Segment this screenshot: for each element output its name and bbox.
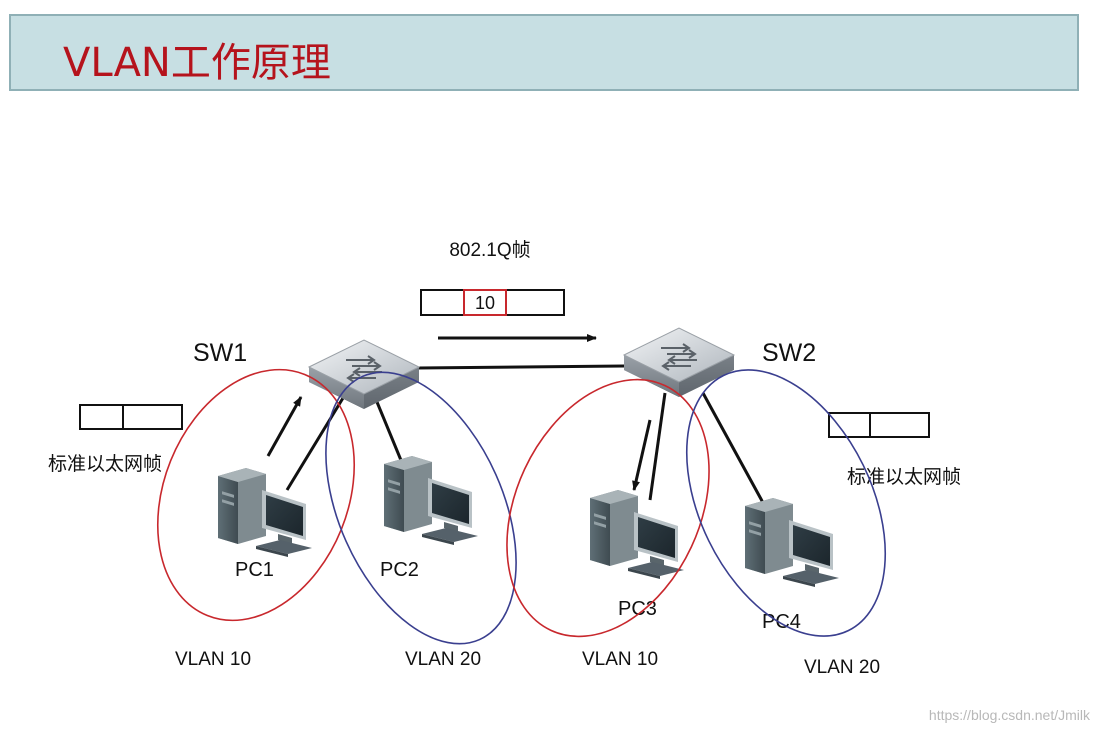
pc-pc1: PC1 bbox=[218, 468, 312, 581]
switch-sw1: SW1 bbox=[193, 339, 420, 410]
frame-box bbox=[79, 404, 183, 430]
pc-label: PC2 bbox=[380, 559, 419, 581]
links bbox=[285, 364, 769, 511]
vlan-ellipse bbox=[506, 378, 710, 638]
vlan-label: VLAN 10 bbox=[175, 649, 251, 670]
pc-label: PC3 bbox=[618, 598, 657, 620]
standard-frame-caption: 标准以太网帧 bbox=[48, 453, 162, 475]
computer-icon bbox=[590, 490, 684, 579]
vlan-label: VLAN 20 bbox=[804, 657, 880, 678]
pc3-downstream-arrow bbox=[632, 419, 652, 491]
standard-frame-left: 标准以太网帧 bbox=[48, 404, 183, 475]
vlan-tag-field bbox=[463, 289, 507, 316]
switch-label: SW1 bbox=[193, 339, 247, 367]
pc-pc3: PC3 bbox=[590, 490, 684, 620]
switch-icon bbox=[308, 339, 420, 410]
vlan-tag-value: 10 bbox=[475, 293, 495, 313]
vlan-ellipse bbox=[325, 371, 517, 645]
title-bar: VLAN工作原理 bbox=[9, 14, 1079, 91]
vlan-label: VLAN 20 bbox=[405, 649, 481, 670]
tagged-frame-caption: 802.1Q帧 bbox=[449, 239, 530, 261]
arrows bbox=[266, 334, 652, 491]
standard-frame-right: 标准以太网帧 bbox=[828, 412, 961, 488]
link-sw2-pc3 bbox=[648, 392, 667, 501]
page-title: VLAN工作原理 bbox=[63, 40, 331, 86]
trunk-link bbox=[417, 364, 625, 370]
switch-icon bbox=[623, 327, 735, 398]
computer-icon bbox=[745, 498, 839, 587]
link-sw1-pc2 bbox=[375, 401, 407, 471]
frame-box bbox=[828, 412, 930, 438]
switch-label: SW2 bbox=[762, 339, 816, 367]
vlan-label: VLAN 10 bbox=[582, 649, 658, 670]
pc-label: PC1 bbox=[235, 559, 274, 581]
pc-pc4: PC4 bbox=[745, 498, 839, 633]
computer-icon bbox=[384, 456, 478, 545]
link-sw2-pc4 bbox=[701, 392, 769, 511]
tagged-frame: 802.1Q帧 10 bbox=[420, 239, 565, 316]
vlan-labels: VLAN 10 VLAN 20 VLAN 10 VLAN 20 bbox=[175, 649, 880, 678]
vlan-groups bbox=[156, 368, 887, 645]
switch-sw2: SW2 bbox=[623, 327, 816, 398]
link-sw1-pc1 bbox=[285, 397, 345, 491]
watermark-text: https://blog.csdn.net/Jmilk bbox=[929, 707, 1091, 723]
standard-frame-caption: 标准以太网帧 bbox=[847, 466, 961, 488]
computer-icon bbox=[218, 468, 312, 557]
pc-pc2: PC2 bbox=[380, 456, 478, 581]
vlan-ellipse bbox=[685, 369, 887, 637]
pc1-upstream-arrow bbox=[266, 396, 303, 457]
pc-label: PC4 bbox=[762, 611, 801, 633]
